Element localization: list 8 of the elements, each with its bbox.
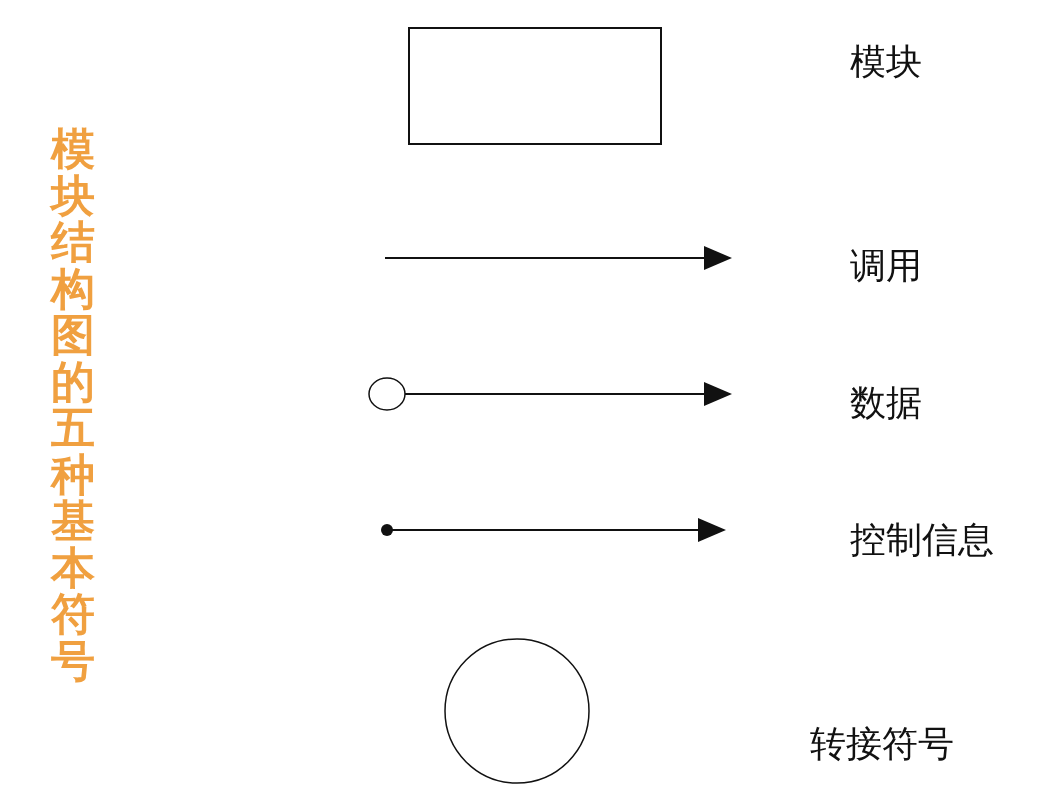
- vertical-title: 模块结构图的五种基本符号: [50, 126, 96, 684]
- connector-circle: [444, 638, 590, 784]
- symbol-label: 转接符号: [810, 726, 954, 762]
- module-box: [408, 27, 662, 145]
- legend-label: 控制信息: [850, 522, 994, 558]
- legend-label: 调用: [850, 248, 922, 284]
- symbol-label: 模块: [850, 44, 922, 80]
- legend-label: 数据: [850, 385, 922, 421]
